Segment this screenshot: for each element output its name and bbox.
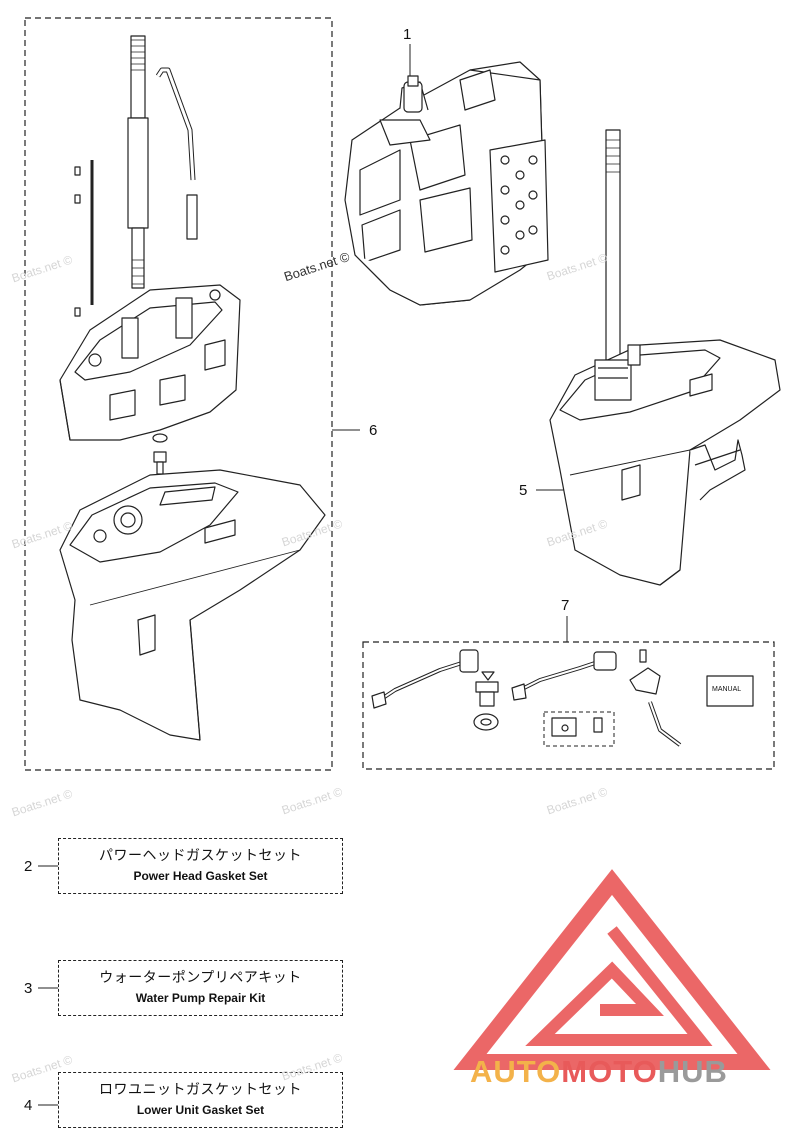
- kit-power-head-gasket-set: パワーヘッドガスケットセット Power Head Gasket Set: [58, 838, 343, 894]
- kit-name-jp: ウォーターポンプリペアキット: [99, 970, 302, 986]
- callout-1: 1: [403, 26, 412, 43]
- callout-5: 5: [519, 482, 528, 499]
- power-head-illustration: [344, 61, 549, 306]
- kit-name-jp: ロワユニットガスケットセット: [99, 1082, 302, 1098]
- kit-name-jp: パワーヘッドガスケットセット: [99, 848, 302, 864]
- dashed-frame-item-6: [24, 17, 333, 771]
- kit-name-en: Power Head Gasket Set: [133, 869, 268, 883]
- callout-6: 6: [369, 422, 378, 439]
- callout-2: 2: [24, 858, 33, 875]
- automotohub-logo-mark: [453, 869, 771, 1070]
- lower-unit-illustration: [549, 129, 781, 586]
- kit-name-en: Water Pump Repair Kit: [135, 991, 266, 1005]
- callout-7: 7: [561, 597, 570, 614]
- brand-part-moto: MOTO: [561, 1054, 658, 1089]
- callout-4: 4: [24, 1097, 33, 1114]
- kit-parts-illustration: [371, 649, 754, 747]
- dashed-frame-item-7: [362, 641, 775, 770]
- kit-name-en: Lower Unit Gasket Set: [136, 1103, 265, 1117]
- kit-water-pump-repair-kit: ウォーターポンプリペアキット Water Pump Repair Kit: [58, 960, 343, 1016]
- callout-3: 3: [24, 980, 33, 997]
- lower-unit-assembly-illustration: [59, 35, 326, 741]
- automotohub-wordmark: AUTOMOTOHUB: [470, 1054, 728, 1090]
- kit-lower-unit-gasket-set: ロワユニットガスケットセット Lower Unit Gasket Set: [58, 1072, 343, 1128]
- brand-part-hub: HUB: [657, 1054, 728, 1089]
- brand-part-auto: AUTO: [470, 1054, 562, 1089]
- manual-label: MANUAL: [712, 686, 742, 693]
